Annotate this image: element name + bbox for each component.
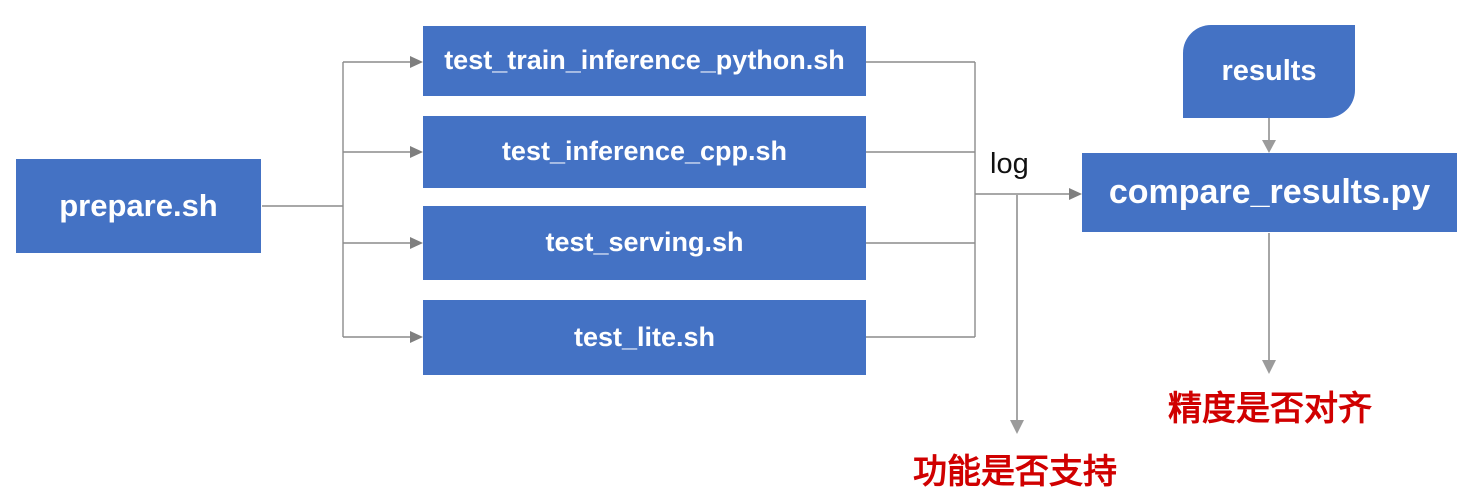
annotation-accuracy-aligned: 精度是否对齐 bbox=[1168, 390, 1372, 428]
arrowhead-compare bbox=[1069, 188, 1082, 200]
node-test-lite-label: test_lite.sh bbox=[573, 321, 716, 352]
node-results-label: results bbox=[1221, 54, 1317, 87]
node-results: results bbox=[1183, 25, 1355, 118]
node-test-lite: test_lite.sh bbox=[423, 300, 866, 375]
arrowhead-results-compare bbox=[1262, 140, 1276, 153]
node-test-train-inference-python-label: test_train_inference_python.sh bbox=[444, 45, 845, 76]
arrowhead-test-2 bbox=[410, 146, 423, 158]
node-test-train-inference-python: test_train_inference_python.sh bbox=[423, 26, 866, 96]
arrowhead-test-4 bbox=[410, 331, 423, 343]
node-test-serving-label: test_serving.sh bbox=[545, 227, 744, 258]
node-prepare-sh-label: prepare.sh bbox=[59, 187, 218, 223]
node-compare-results-py: compare_results.py bbox=[1082, 153, 1457, 232]
node-test-serving: test_serving.sh bbox=[423, 206, 866, 280]
node-test-inference-cpp-label: test_inference_cpp.sh bbox=[501, 136, 788, 167]
annotation-function-support: 功能是否支持 bbox=[913, 453, 1117, 491]
arrowhead-function-support bbox=[1010, 420, 1024, 434]
arrowhead-test-1 bbox=[410, 56, 423, 68]
edge-label-log: log bbox=[990, 148, 1029, 180]
node-compare-results-py-label: compare_results.py bbox=[1108, 172, 1431, 211]
node-test-inference-cpp: test_inference_cpp.sh bbox=[423, 116, 866, 188]
arrowhead-test-3 bbox=[410, 237, 423, 249]
node-prepare-sh: prepare.sh bbox=[16, 159, 261, 253]
arrowhead-accuracy bbox=[1262, 360, 1276, 374]
